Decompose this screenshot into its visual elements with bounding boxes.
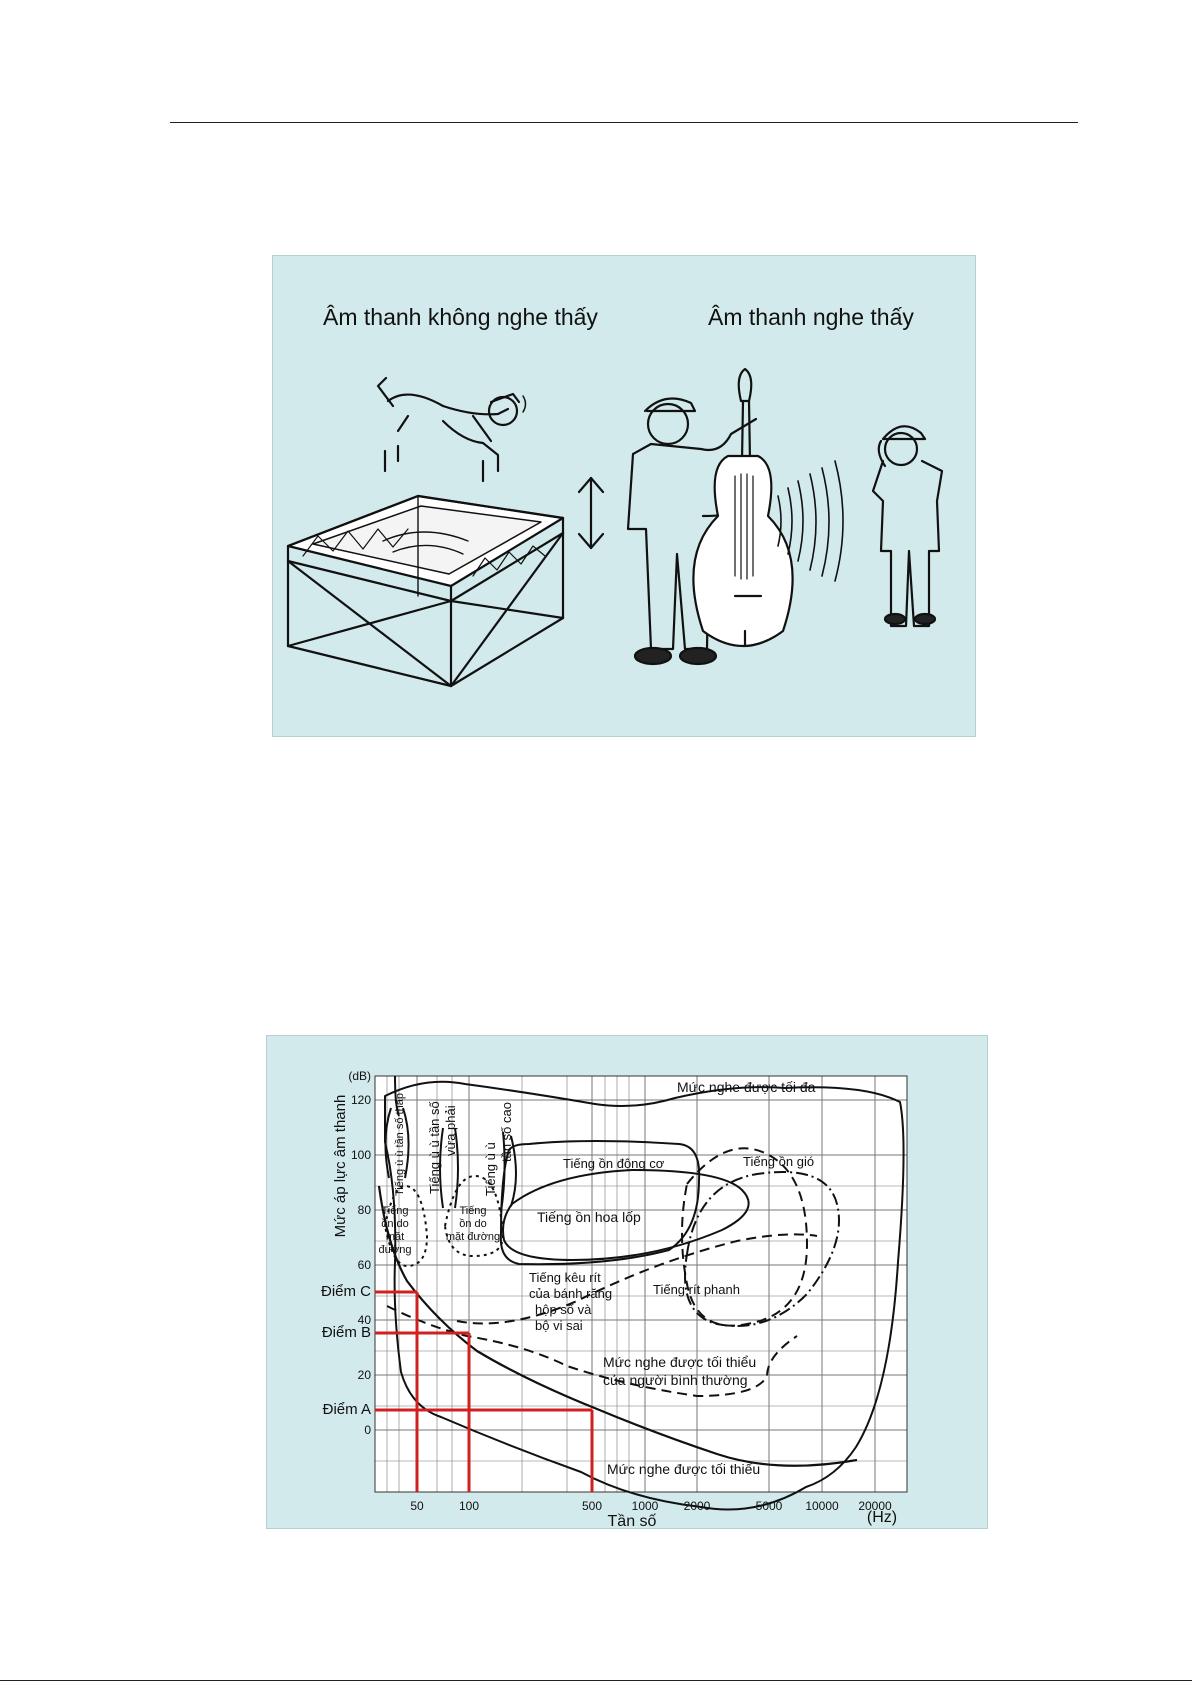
- region-labels: Mức nghe được tối đa Mức nghe được tối t…: [379, 1079, 816, 1477]
- road-noise-contour-1: [384, 1185, 428, 1267]
- brake-squeal-label: Tiếng rít phanh: [653, 1282, 740, 1297]
- y-tick-label: 0: [364, 1423, 371, 1437]
- header-rule: [170, 122, 1078, 123]
- mid-hum-label-1: Tiếng ù ù tần số: [427, 1101, 442, 1194]
- chart-svg: (dB) 120 100 80 60 40 20 0 50 100 500 10…: [321, 1069, 908, 1530]
- min-hearing-normal-label-2: của người bình thường: [603, 1372, 748, 1388]
- x-unit-label: (Hz): [867, 1509, 897, 1526]
- point-c-label: Điểm C: [321, 1283, 371, 1300]
- y-tick-label: 60: [358, 1258, 372, 1272]
- gear-label-4: bộ vi sai: [535, 1318, 583, 1333]
- x-tick-label: 50: [410, 1499, 424, 1513]
- illustration-art: [286, 367, 944, 688]
- y-tick-label: 100: [351, 1148, 371, 1162]
- gear-label-2: của bánh răng: [529, 1286, 612, 1301]
- road-noise-1-label-d: đường: [379, 1244, 412, 1256]
- high-hum-label-1: Tiếng ù ù: [483, 1142, 498, 1196]
- tire-noise-label: Tiếng ồn hoa lốp: [537, 1209, 641, 1225]
- caption-audible: Âm thanh nghe thấy: [708, 304, 914, 330]
- gear-label-3: hộp số và: [535, 1302, 592, 1317]
- y-tick-label: 40: [358, 1313, 372, 1327]
- y-unit-label: (dB): [348, 1069, 371, 1083]
- threshold-markers: [375, 1290, 594, 1492]
- musician-drawing: [626, 397, 758, 666]
- double-bass-drawing: [692, 367, 794, 648]
- trampoline-drawing: [286, 494, 565, 688]
- y-axis-title: Mức áp lực âm thanh: [332, 1095, 349, 1238]
- engine-noise-label: Tiếng ồn động cơ: [563, 1156, 665, 1171]
- x-tick-label: 20000: [858, 1499, 892, 1513]
- y-tick-label: 20: [358, 1368, 372, 1382]
- grid: [375, 1076, 907, 1492]
- road-noise-1-label-b: ồn do: [381, 1218, 409, 1230]
- tire-noise-contour: [502, 1169, 750, 1261]
- caption-inaudible: Âm thanh không nghe thấy: [323, 304, 598, 330]
- brake-squeal-contour: [684, 1171, 840, 1327]
- x-tick-label: 10000: [805, 1499, 839, 1513]
- wind-noise-label: Tiếng ồn gió: [743, 1154, 814, 1169]
- x-axis-title: Tần số: [608, 1513, 657, 1530]
- sound-waves-drawing: [777, 460, 844, 582]
- plot-border: [374, 1075, 908, 1493]
- road-noise-2-label-a: Tiếng: [459, 1205, 486, 1217]
- high-hum-label-2: tần số cao: [499, 1102, 514, 1162]
- low-hum-marker: [384, 1075, 410, 1179]
- max-hearing-curve: [384, 1080, 905, 1511]
- min-hearing-curve: [377, 1185, 858, 1467]
- road-noise-1-label-a: Tiếng: [381, 1205, 408, 1217]
- gear-whine-curve: [456, 1233, 818, 1325]
- vertical-arrow-icon: [577, 476, 605, 550]
- road-noise-2-label-b: ồn do: [459, 1218, 487, 1230]
- min-hearing-normal-curve: [386, 1305, 798, 1397]
- sound-level-chart: (dB) 120 100 80 60 40 20 0 50 100 500 10…: [266, 1035, 988, 1530]
- gear-label-1: Tiếng kêu rít: [529, 1270, 601, 1285]
- illustration-sound-audible: Âm thanh không nghe thấy Âm thanh nghe t…: [272, 255, 976, 737]
- plot-area: [375, 1076, 907, 1492]
- point-labels: Điểm C Điểm B Điểm A: [321, 1283, 371, 1418]
- y-tick-label: 80: [358, 1203, 372, 1217]
- road-noise-contour-2: [444, 1175, 504, 1257]
- road-noise-2-label-c: mặt đường: [446, 1231, 500, 1243]
- y-tick-labels: (dB) 120 100 80 60 40 20 0: [348, 1069, 371, 1437]
- jumping-person-drawing: [376, 376, 527, 483]
- x-tick-label: 100: [459, 1499, 479, 1513]
- min-hearing-normal-label-1: Mức nghe được tối thiểu: [603, 1354, 756, 1370]
- x-tick-label: 1000: [632, 1499, 659, 1513]
- listener-drawing: [871, 425, 944, 628]
- point-a-label: Điểm A: [323, 1401, 371, 1418]
- x-tick-labels: 50 100 500 1000 2000 5000 10000 20000: [410, 1499, 892, 1513]
- min-hearing-label: Mức nghe được tối thiểu: [607, 1461, 760, 1477]
- x-tick-label: 500: [582, 1499, 602, 1513]
- x-tick-label: 5000: [756, 1499, 783, 1513]
- y-tick-label: 120: [351, 1093, 371, 1107]
- point-b-label: Điểm B: [322, 1324, 371, 1341]
- mid-hum-marker: [439, 1127, 459, 1209]
- low-hum-label: Tiếng ù ù tần số thấp: [394, 1093, 406, 1196]
- high-hum-marker: [500, 1131, 517, 1213]
- mid-hum-label-2: vừa phải: [443, 1105, 458, 1156]
- road-noise-1-label-c: mặt: [386, 1231, 404, 1243]
- footer-rule: [0, 1680, 1192, 1681]
- max-hearing-label: Mức nghe được tối đa: [677, 1079, 816, 1095]
